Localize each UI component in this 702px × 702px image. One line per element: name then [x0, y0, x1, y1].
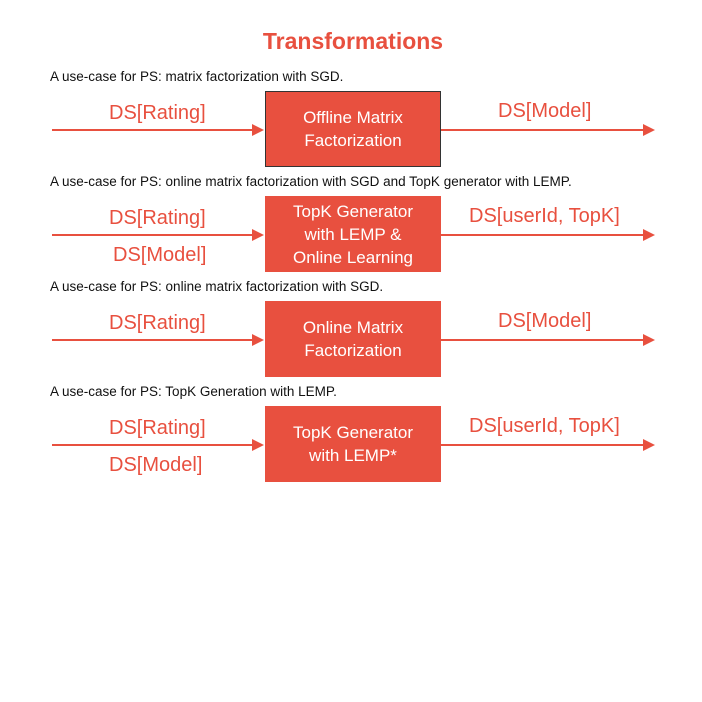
output-label: DS[Model]: [498, 310, 592, 332]
caption-row-3: A use-case for PS: online matrix factori…: [50, 279, 384, 294]
caption-row-2: A use-case for PS: online matrix factori…: [50, 174, 572, 189]
box-line: Factorization: [304, 131, 402, 150]
flow-arrows-4: [52, 439, 655, 451]
caption-row-4: A use-case for PS: TopK Generation with …: [50, 384, 337, 399]
box-line: TopK Generator: [292, 423, 413, 442]
input-label: DS[Rating]: [109, 312, 206, 334]
flow-arrows-3: [52, 334, 655, 346]
flow-row-2: DS[Rating] DS[Model] TopK Generator with…: [0, 195, 702, 275]
flow-arrows-2: [52, 229, 655, 241]
input-label: DS[Rating]: [109, 102, 206, 124]
flow-row-3: DS[Rating] Online Matrix Factorization D…: [0, 300, 702, 380]
page-title: Transformations: [262, 28, 444, 54]
output-label: DS[Model]: [498, 100, 592, 122]
box-line: Online Learning: [292, 247, 414, 267]
input-label: DS[Model]: [113, 244, 207, 266]
input-label: DS[Rating]: [109, 417, 206, 439]
box-line: with LEMP &: [304, 224, 402, 244]
input-label: DS[Model]: [109, 454, 203, 476]
box-line: with LEMP*: [309, 446, 397, 465]
box-line: Factorization: [304, 341, 402, 360]
output-label: DS[userId, TopK]: [469, 205, 620, 227]
transform-box: Online Matrix Factorization: [265, 301, 441, 377]
transform-box: TopK Generator with LEMP & Online Learni…: [265, 196, 441, 272]
flow-row-1: DS[Rating] Offline Matrix Factorization …: [0, 90, 702, 170]
input-label: DS[Rating]: [109, 207, 206, 229]
box-line: TopK Generator: [292, 201, 413, 221]
transform-box: Offline Matrix Factorization: [265, 91, 441, 167]
box-line: Offline Matrix: [303, 108, 403, 127]
transform-box: TopK Generator with LEMP*: [265, 406, 441, 482]
output-label: DS[userId, TopK]: [469, 415, 620, 437]
flow-row-4: DS[Rating] DS[Model] TopK Generator with…: [0, 405, 702, 485]
caption-row-1: A use-case for PS: matrix factorization …: [50, 69, 344, 84]
box-line: Online Matrix: [302, 318, 404, 337]
flow-arrows-1: [52, 124, 655, 136]
